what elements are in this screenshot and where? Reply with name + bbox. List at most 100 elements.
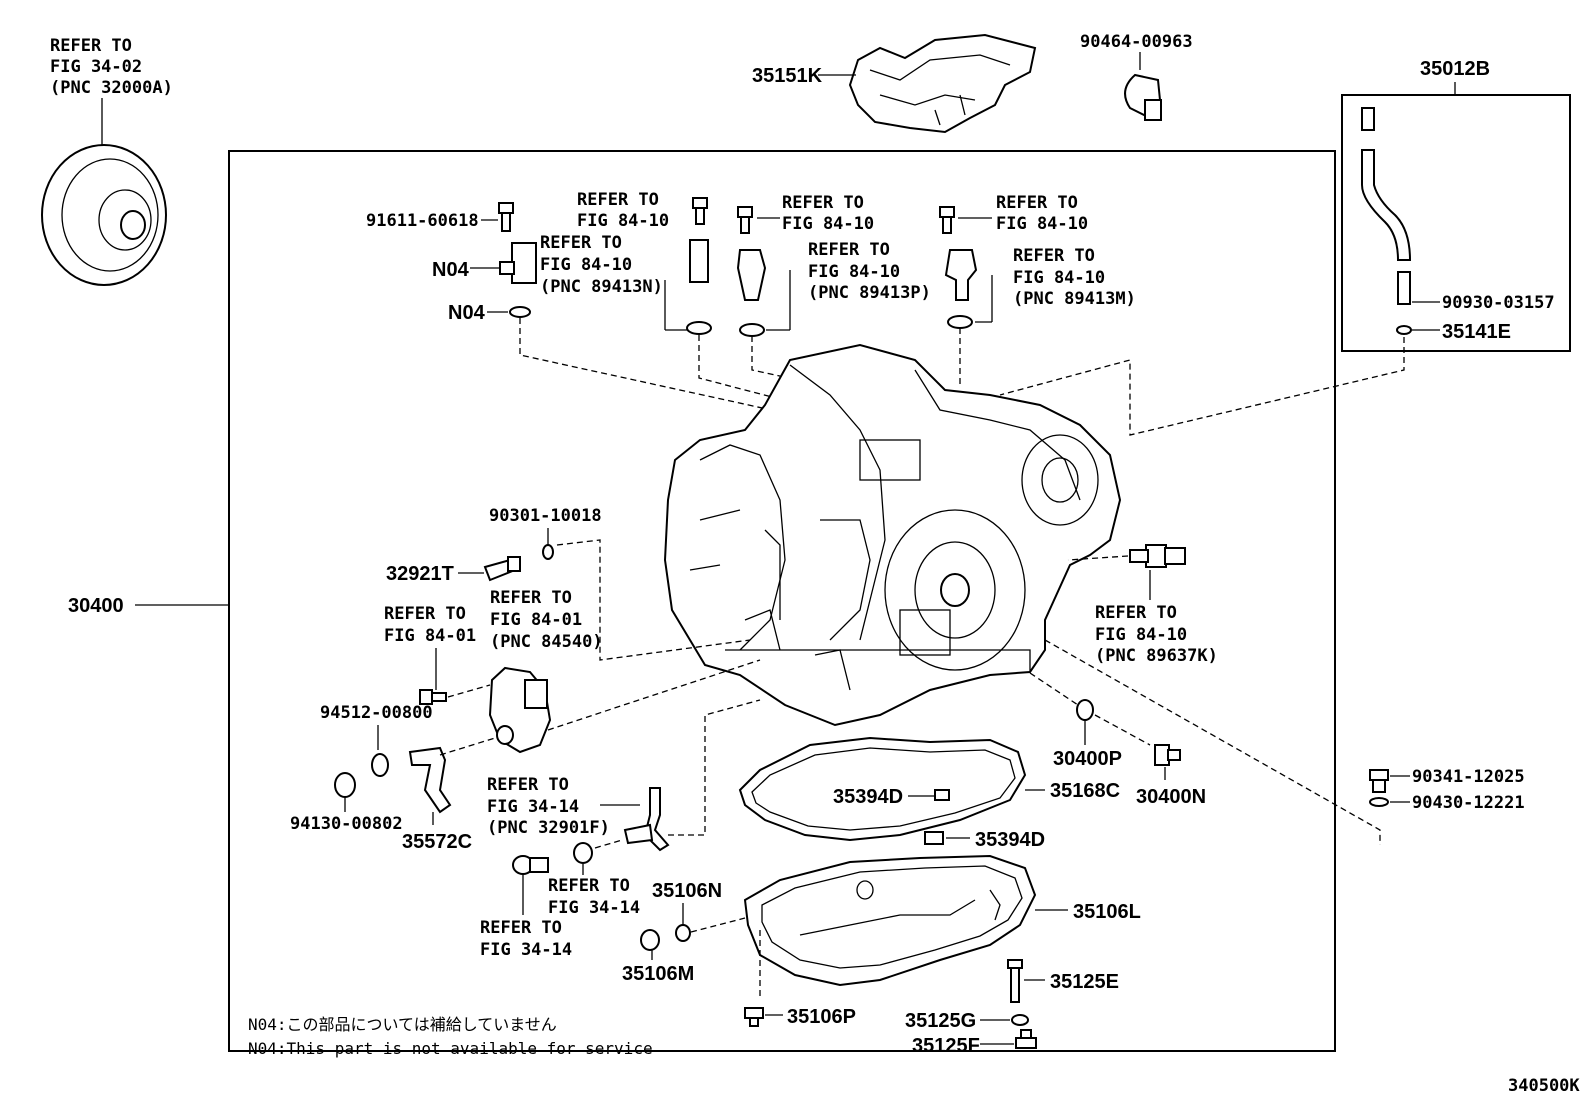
part-35106p[interactable]: 35106P xyxy=(787,1006,856,1028)
svg-text:FIG 84-10: FIG 84-10 xyxy=(996,214,1088,234)
fig-ref-label: FIG 34-14 xyxy=(548,898,640,918)
part-35106m[interactable]: 35106M xyxy=(622,963,694,985)
part-35106l[interactable]: 35106L xyxy=(1073,901,1141,923)
svg-text:REFER TO: REFER TO xyxy=(490,588,572,608)
svg-text:REFER TO: REFER TO xyxy=(548,876,630,896)
svg-text:(PNC 32901F): (PNC 32901F) xyxy=(487,818,610,838)
sensor-n04 xyxy=(499,242,537,284)
svg-text:(PNC 84540): (PNC 84540) xyxy=(490,632,603,652)
pnc-ref-label: (PNC 84540) xyxy=(490,632,603,652)
oring-90301 xyxy=(542,544,554,560)
refer-to-label: REFER TO xyxy=(50,36,132,56)
sensor-89413p xyxy=(736,206,767,337)
note-english: N04:This part is not available for servi… xyxy=(248,1039,653,1058)
magnet-35394d-2 xyxy=(924,831,944,845)
svg-text:FIG 84-10: FIG 84-10 xyxy=(1013,268,1105,288)
part-35125e[interactable]: 35125E xyxy=(1050,971,1119,993)
svg-text:REFER TO: REFER TO xyxy=(808,240,890,260)
svg-text:(PNC 89413M): (PNC 89413M) xyxy=(1013,289,1136,309)
svg-text:REFER TO: REFER TO xyxy=(577,190,659,210)
lever-35572c xyxy=(408,746,452,814)
part-35012b[interactable]: 35012B xyxy=(1420,58,1490,80)
plug-35106m xyxy=(640,929,660,951)
transaxle-case xyxy=(663,343,1122,727)
magnet-35394d xyxy=(934,789,950,801)
bolt-35106p xyxy=(744,1007,764,1027)
washer-34-14 xyxy=(573,842,593,864)
gasket-35106n xyxy=(675,924,691,942)
refer-to-label: REFER TO xyxy=(782,193,864,213)
svg-text:FIG 84-01: FIG 84-01 xyxy=(384,626,476,646)
fig-ref-label: FIG 84-10 xyxy=(1095,625,1187,645)
fig-ref-label: FIG 34-14 xyxy=(487,797,579,817)
part-35106n[interactable]: 35106N xyxy=(652,880,722,902)
part-35141e[interactable]: 35141E xyxy=(1442,321,1511,343)
pnc-ref-label: (PNC 89413M) xyxy=(1013,289,1136,309)
part-35125f[interactable]: 35125F xyxy=(912,1035,980,1057)
refer-to-label: REFER TO xyxy=(577,190,659,210)
svg-text:FIG 34-14: FIG 34-14 xyxy=(480,940,572,960)
refer-to-label: REFER TO xyxy=(996,193,1078,213)
refer-to-label: REFER TO xyxy=(540,233,622,253)
svg-text:FIG 34-02: FIG 34-02 xyxy=(50,57,142,77)
part-35394d-2[interactable]: 35394D xyxy=(975,829,1045,851)
fig-ref-label: FIG 84-10 xyxy=(1013,268,1105,288)
svg-text:REFER TO: REFER TO xyxy=(1095,603,1177,623)
fig-ref-label: FIG 84-10 xyxy=(540,255,632,275)
svg-text:(PNC 32000A): (PNC 32000A) xyxy=(50,78,173,98)
svg-text:REFER TO: REFER TO xyxy=(480,918,562,938)
gasket-30400p xyxy=(1076,699,1094,721)
bolt-91611 xyxy=(498,202,514,232)
pnc-ref-label: (PNC 32901F) xyxy=(487,818,610,838)
refer-to-label: REFER TO xyxy=(487,775,569,795)
svg-text:REFER TO: REFER TO xyxy=(50,36,132,56)
plug-90341 xyxy=(1369,769,1389,793)
svg-text:FIG 84-10: FIG 84-10 xyxy=(540,255,632,275)
washer-94512 xyxy=(371,753,389,777)
gasket-35125g xyxy=(1011,1014,1029,1026)
part-90301-10018[interactable]: 90301-10018 xyxy=(489,506,602,526)
part-30400[interactable]: 30400 xyxy=(68,595,124,617)
refer-to-label: REFER TO xyxy=(548,876,630,896)
part-91611-60618[interactable]: 91611-60618 xyxy=(366,211,479,231)
sensor-89637k xyxy=(1129,544,1186,568)
pipe-kit-frame xyxy=(1341,94,1571,352)
clamp-90464 xyxy=(1124,52,1162,121)
gasket-90430 xyxy=(1369,797,1389,807)
pipe-union-32921t xyxy=(483,556,521,582)
svg-text:REFER TO: REFER TO xyxy=(996,193,1078,213)
part-35125g[interactable]: 35125G xyxy=(905,1010,976,1032)
part-94512-00800[interactable]: 94512-00800 xyxy=(320,703,433,723)
part-90430-12221[interactable]: 90430-12221 xyxy=(1412,793,1525,813)
part-90930-03157[interactable]: 90930-03157 xyxy=(1442,293,1555,313)
refer-to-label: REFER TO xyxy=(1013,246,1095,266)
pnc-ref-label: (PNC 32000A) xyxy=(50,78,173,98)
part-35572c[interactable]: 35572C xyxy=(402,831,472,853)
svg-text:REFER TO: REFER TO xyxy=(540,233,622,253)
refer-to-label: REFER TO xyxy=(490,588,572,608)
svg-text:FIG 84-10: FIG 84-10 xyxy=(1095,625,1187,645)
pnc-ref-label: (PNC 89413P) xyxy=(808,283,931,303)
part-90341-12025[interactable]: 90341-12025 xyxy=(1412,767,1525,787)
part-35168c[interactable]: 35168C xyxy=(1050,780,1120,802)
part-30400n[interactable]: 30400N xyxy=(1136,786,1206,808)
plug-30400n xyxy=(1154,744,1181,766)
part-90464-00963[interactable]: 90464-00963 xyxy=(1080,32,1193,52)
part-32921t[interactable]: 32921T xyxy=(386,563,454,585)
part-35394d[interactable]: 35394D xyxy=(833,786,903,808)
svg-text:(PNC 89413N): (PNC 89413N) xyxy=(540,277,663,297)
svg-text:(PNC 89637K): (PNC 89637K) xyxy=(1095,646,1218,666)
note-japanese: N04:この部品については補給していません xyxy=(248,1015,557,1034)
part-30400p[interactable]: 30400P xyxy=(1053,748,1122,770)
part-n04-sensor[interactable]: N04 xyxy=(432,259,470,281)
refer-to-label: REFER TO xyxy=(384,604,466,624)
svg-text:REFER TO: REFER TO xyxy=(1013,246,1095,266)
svg-text:REFER TO: REFER TO xyxy=(384,604,466,624)
svg-text:REFER TO: REFER TO xyxy=(782,193,864,213)
part-94130-00802[interactable]: 94130-00802 xyxy=(290,814,403,834)
part-35151k[interactable]: 35151K xyxy=(752,65,823,87)
part-n04-oring[interactable]: N04 xyxy=(448,302,486,324)
fig-ref-label: FIG 84-10 xyxy=(996,214,1088,234)
